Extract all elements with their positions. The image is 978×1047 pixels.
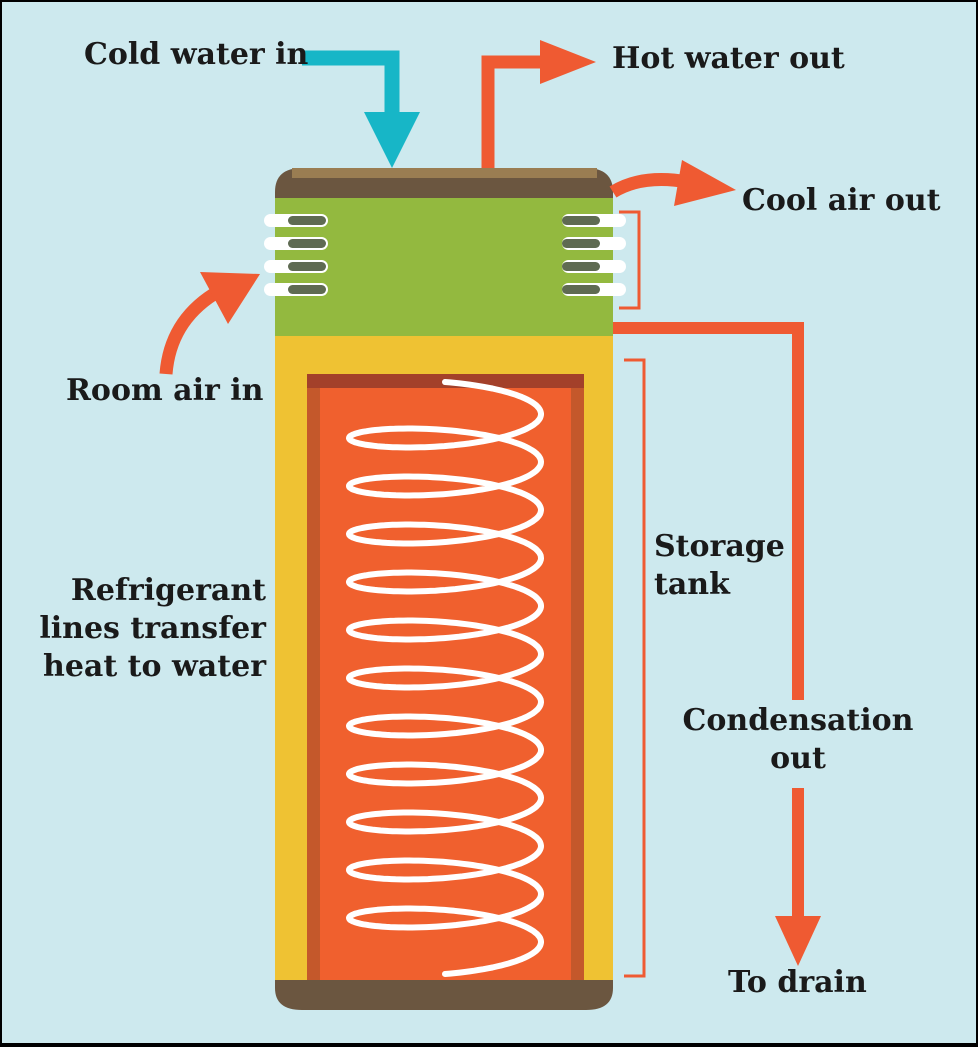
condensation-label-line-1: Condensation [682,703,914,738]
storage-tank-label-line-1: Storage [654,529,785,564]
refrigerant-label-line-1: Refrigerant [70,573,266,608]
condensation-label-line-2: out [770,741,826,776]
condensation-out-label: Condensation out [668,702,928,778]
bottom-cap [275,980,613,1010]
condensation-line [613,322,821,966]
hot-water-out-arrow [481,40,596,168]
storage-tank-bracket [624,358,646,978]
top-cap-highlight [292,168,597,178]
storage-tank-label: Storage tank [654,528,785,604]
cold-water-in-arrow [302,50,420,168]
refrigerant-coil [346,379,544,977]
right-air-vents [562,214,626,296]
room-air-in-arrow [159,272,260,375]
cool-air-out-arrow [609,160,736,206]
left-air-vents [264,214,328,296]
room-air-in-label: Room air in [66,373,264,408]
cool-air-out-label: Cool air out [742,183,941,218]
heat-pump-bracket [619,210,641,310]
refrigerant-lines-label: Refrigerant lines transfer heat to water [39,572,266,686]
refrigerant-label-line-3: heat to water [43,649,266,684]
refrigerant-label-line-2: lines transfer [39,611,266,646]
heat-pump-unit [275,198,613,336]
hot-water-out-label: Hot water out [612,41,845,76]
cold-water-in-label: Cold water in [84,37,309,72]
tank-water-right-wall [571,388,584,982]
to-drain-label: To drain [728,965,867,1000]
tank-water-left-wall [307,388,320,982]
storage-tank-label-line-2: tank [654,567,730,602]
